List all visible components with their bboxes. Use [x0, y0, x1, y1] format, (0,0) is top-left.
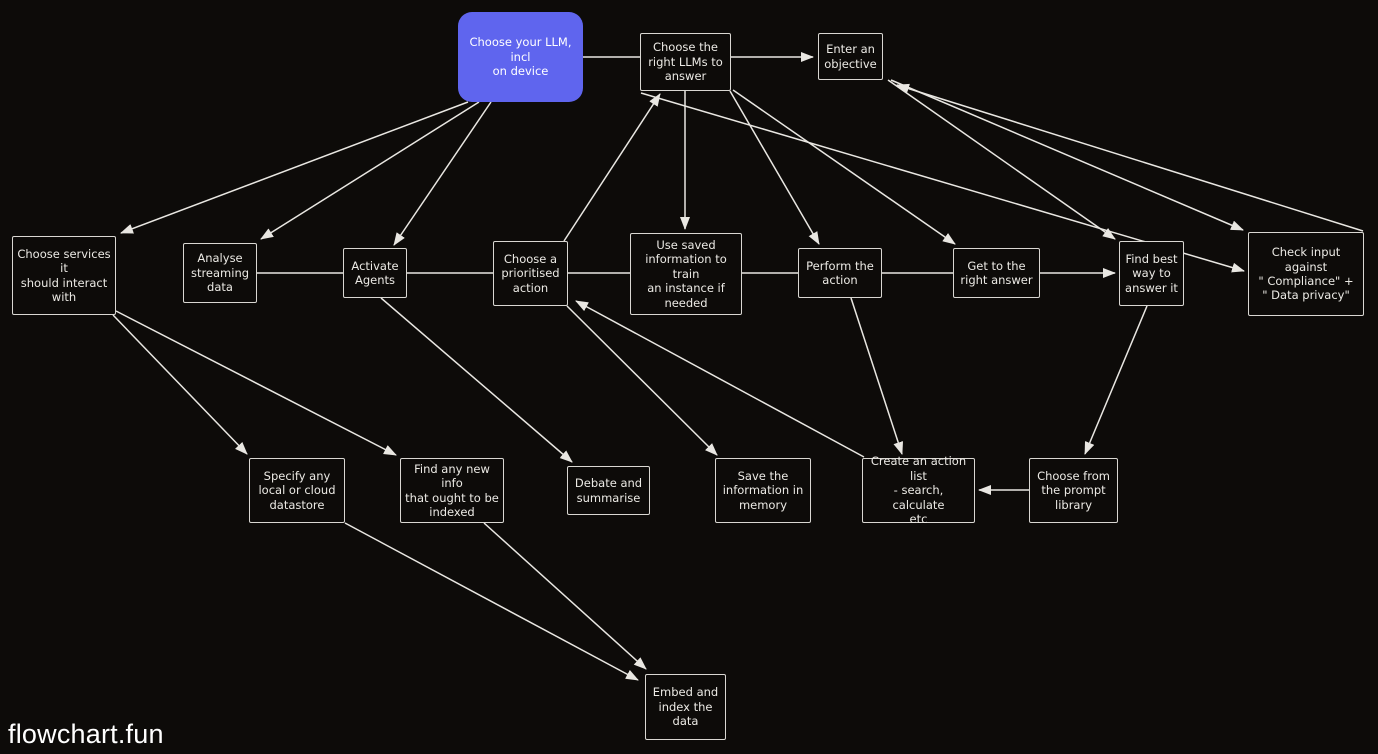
node-prompt-lib[interactable]: Choose from the prompt library: [1029, 458, 1118, 523]
node-create-list[interactable]: Create an action list - search, calculat…: [862, 454, 975, 526]
node-right-llms[interactable]: Choose the right LLMs to answer: [640, 33, 731, 91]
node-prioritised[interactable]: Choose a prioritised action: [493, 241, 568, 306]
node-services[interactable]: Choose services it should interact with: [12, 236, 116, 315]
edge-objective-to-check-input: [890, 79, 1244, 231]
node-check-input[interactable]: Check input against " Compliance" + " Da…: [1248, 232, 1364, 316]
node-find-best[interactable]: Find best way to answer it: [1119, 241, 1184, 306]
edge-prioritised-to-save: [566, 305, 718, 456]
edge-right-llms-to-perform: [729, 90, 820, 245]
node-activate[interactable]: Activate Agents: [343, 248, 407, 298]
node-get-right[interactable]: Get to the right answer: [953, 248, 1040, 298]
edge-find-best-to-prompt-lib: [1084, 305, 1148, 455]
node-objective[interactable]: Enter an objective: [818, 33, 883, 80]
edge-specify-to-embed: [344, 522, 639, 681]
edge-check-input-to-objective: [896, 83, 1364, 232]
edge-objective-to-find-best: [887, 79, 1116, 240]
flowchart-fun-watermark[interactable]: flowchart.fun: [8, 719, 164, 749]
node-find-new[interactable]: Find any new info that ought to be index…: [400, 458, 504, 523]
edge-llm-to-activate: [393, 101, 492, 246]
node-embed[interactable]: Embed and index the data: [645, 674, 726, 740]
node-analyse[interactable]: Analyse streaming data: [183, 243, 257, 303]
node-specify[interactable]: Specify any local or cloud datastore: [249, 458, 345, 523]
edge-activate-to-debate: [380, 297, 573, 463]
node-use-saved[interactable]: Use saved information to train an instan…: [630, 233, 742, 315]
edge-llm-to-analyse: [260, 101, 480, 240]
edge-create-list-to-prioritised: [575, 300, 865, 458]
edge-find-new-to-embed: [483, 522, 647, 670]
edge-llm-to-services: [120, 101, 469, 234]
edge-services-to-specify: [112, 314, 248, 455]
edge-prioritised-to-right-llms: [563, 93, 661, 242]
node-llm[interactable]: Choose your LLM, incl on device: [458, 12, 583, 102]
node-perform[interactable]: Perform the action: [798, 248, 882, 298]
edge-right-llms-to-get-right: [732, 89, 956, 245]
edge-services-to-find-new: [115, 310, 397, 456]
edge-perform-to-create-list: [850, 297, 904, 455]
node-debate[interactable]: Debate and summarise: [567, 466, 650, 515]
node-save[interactable]: Save the information in memory: [715, 458, 811, 523]
